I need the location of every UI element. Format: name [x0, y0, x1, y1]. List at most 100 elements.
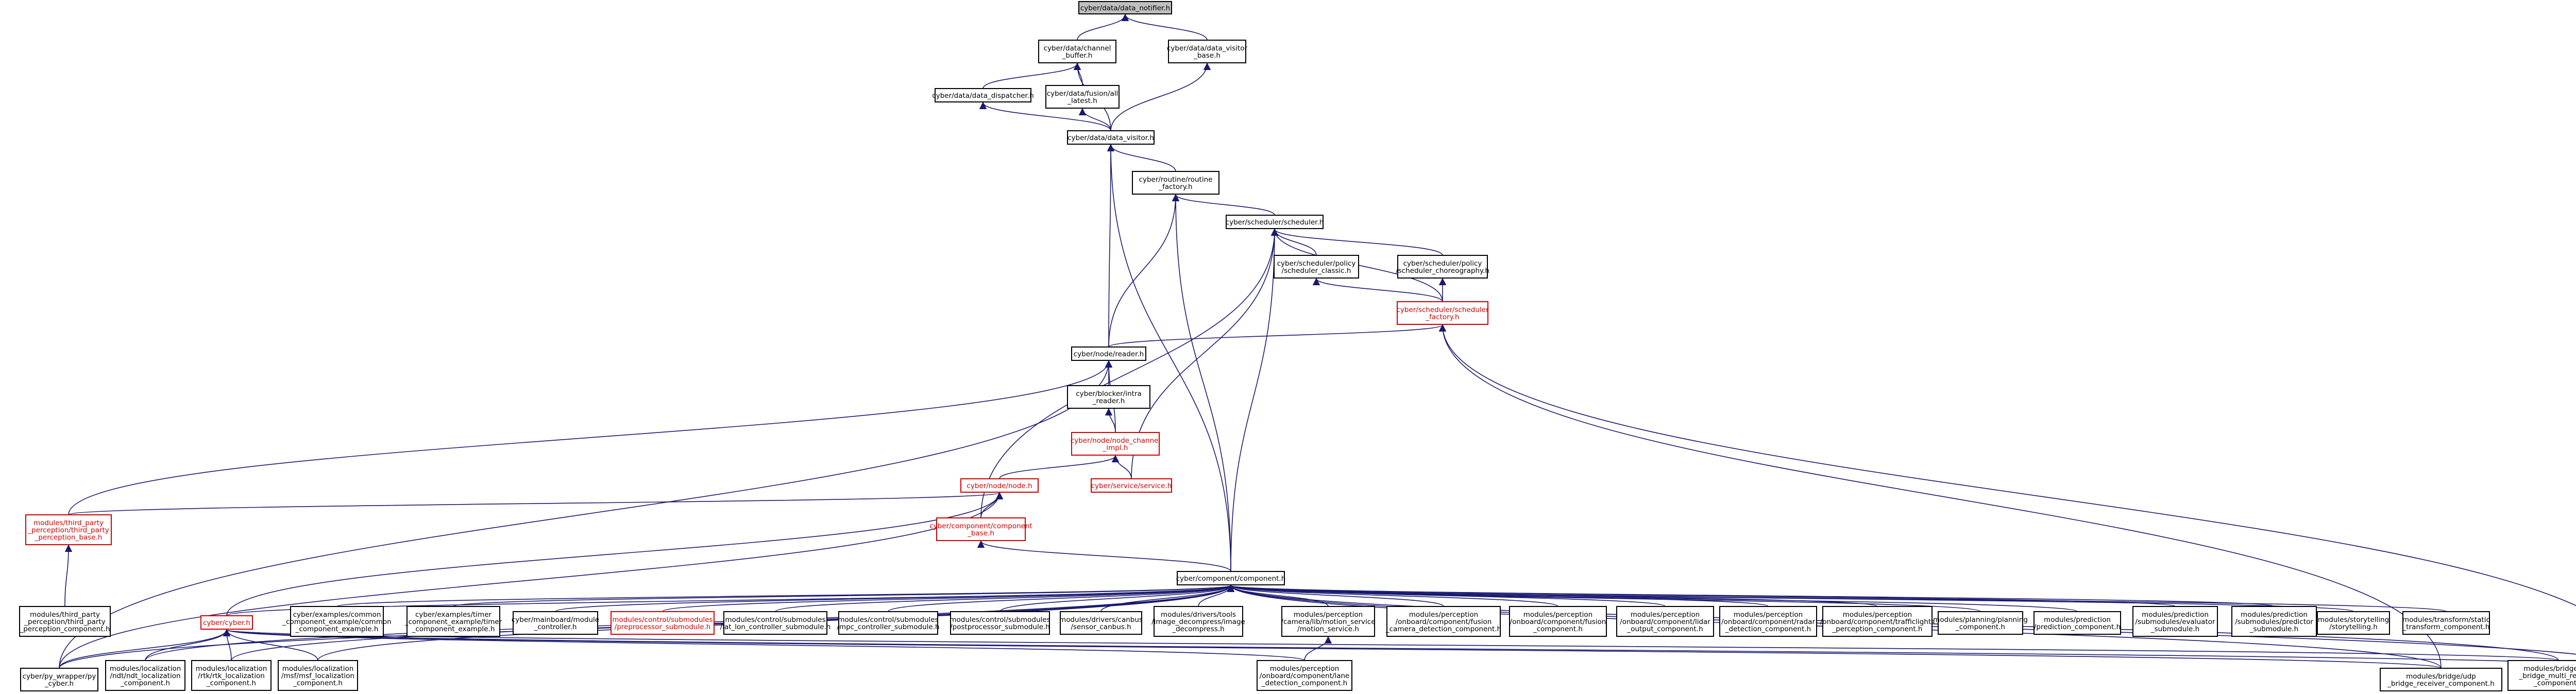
- file-node-label: modules/third_party: [30, 611, 100, 619]
- file-node[interactable]: cyber/scheduler/policy/scheduler_classic…: [1274, 255, 1359, 279]
- edge-n26-to-n18: [888, 584, 1234, 612]
- file-node[interactable]: modules/control/submodules/preprocessor_…: [611, 611, 715, 635]
- file-node[interactable]: cyber/component/component.h: [1176, 571, 1286, 585]
- file-node-label: cyber/cyber.h: [203, 619, 250, 627]
- file-node[interactable]: cyber/routine/routine_factory.h: [1132, 171, 1219, 195]
- file-node[interactable]: cyber/examples/common_component_example/…: [282, 606, 392, 637]
- file-node[interactable]: cyber/node/node.h: [960, 478, 1039, 493]
- file-node[interactable]: cyber/node/reader.h: [1071, 346, 1146, 361]
- file-node-label: cyber/data/fusion/all: [1047, 90, 1118, 98]
- file-node-box: [723, 611, 827, 635]
- file-node[interactable]: cyber/data/fusion/all_latest.h: [1045, 85, 1120, 109]
- file-node-label: cyber/service/service.h: [1091, 482, 1172, 490]
- file-node-label: /mpc_controller_submodule.h: [837, 623, 939, 631]
- file-node-box: [1281, 606, 1375, 637]
- file-node-label: _component.h: [293, 679, 343, 687]
- file-node-label: _bridge_receiver_component.h: [2387, 680, 2495, 688]
- file-node-label: _factory.h: [1425, 313, 1459, 321]
- file-node[interactable]: modules/planning/planning_component.h: [1933, 611, 2028, 635]
- file-node-label: /onboard/component/trafficlights: [1820, 618, 1935, 626]
- file-node-label: /sensor_canbus.h: [1071, 623, 1131, 631]
- edge-n41-to-n18: [1228, 584, 2447, 612]
- file-node-box: [19, 606, 111, 637]
- file-node-label: modules/transform/static: [2402, 616, 2490, 624]
- file-node[interactable]: cyber/mainboard/module_controller.h: [512, 611, 599, 635]
- file-node[interactable]: modules/bridge/udp_bridge_receiver_compo…: [2380, 668, 2502, 691]
- file-node[interactable]: modules/localization/rtk/rtk_localizatio…: [191, 660, 272, 691]
- file-node[interactable]: cyber/component/component_base.h: [929, 517, 1032, 541]
- file-node[interactable]: modules/storytelling/storytelling.h: [2317, 611, 2390, 635]
- file-node-label: modules/bridge/udp: [2523, 665, 2576, 673]
- edge-n3-to-n1: [982, 62, 1081, 89]
- file-node[interactable]: modules/perception/camera/lib/motion_ser…: [1281, 606, 1376, 637]
- file-node[interactable]: modules/perception/onboard/component/lid…: [1616, 606, 1714, 637]
- file-node-box: [1154, 606, 1243, 637]
- edge-n42-to-n20: [59, 629, 231, 669]
- file-node-label: modules/drivers/tools: [1161, 611, 1236, 619]
- edge-n32-to-n18: [1227, 584, 1558, 607]
- file-node-label: _impl.h: [1103, 444, 1128, 452]
- file-node-label: modules/prediction: [2044, 616, 2111, 624]
- file-node-label: /image_decompress/image: [1151, 618, 1245, 626]
- file-node-box: [1257, 660, 1352, 691]
- file-node[interactable]: modules/localization/msf/msf_localizatio…: [278, 660, 358, 691]
- file-node[interactable]: modules/prediction/prediction_component.…: [2033, 611, 2121, 635]
- file-node[interactable]: modules/prediction/submodules/predictor_…: [2231, 606, 2317, 637]
- file-node-label: _perception/third_party: [24, 618, 106, 626]
- file-node-label: _base.h: [967, 529, 994, 537]
- file-node[interactable]: cyber/examples/timer_component_example/t…: [404, 606, 502, 637]
- file-node[interactable]: cyber/service/service.h: [1091, 478, 1172, 493]
- file-node[interactable]: cyber/scheduler/scheduler.h: [1226, 215, 1324, 229]
- file-node[interactable]: modules/transform/static_transform_compo…: [2402, 611, 2490, 635]
- file-node[interactable]: modules/control/submodules/lat_lon_contr…: [720, 611, 831, 635]
- file-node-label: _bridge_multi_receiver: [2519, 672, 2576, 680]
- edge-n10-to-n8: [1312, 277, 1443, 302]
- file-nodes: cyber/data/data_notifier.hcyber/data/cha…: [19, 1, 2576, 691]
- file-node[interactable]: modules/third_party_perception/third_par…: [25, 514, 112, 545]
- edge-n9-to-n7: [1270, 228, 1443, 256]
- file-node[interactable]: modules/drivers/tools/image_decompress/i…: [1151, 606, 1245, 637]
- edge-n37-to-n18: [1227, 584, 2078, 612]
- file-node-label: modules/perception: [1523, 611, 1592, 619]
- file-node[interactable]: modules/prediction/submodules/evaluator_…: [2132, 606, 2218, 637]
- file-node[interactable]: modules/third_party_perception/third_par…: [19, 606, 111, 637]
- file-node[interactable]: modules/localization/ndt/ndt_localizatio…: [105, 660, 185, 691]
- file-node[interactable]: modules/control/submodules/mpc_controlle…: [837, 611, 940, 635]
- edge-n2-to-n0: [1121, 13, 1208, 41]
- file-node-label: modules/third_party: [33, 519, 104, 527]
- file-node-box: [960, 478, 1039, 493]
- file-node-label: /preprocessor_submodule.h: [615, 623, 711, 631]
- file-node[interactable]: cyber/node/node_channel_impl.h: [1071, 432, 1161, 456]
- file-node[interactable]: modules/drivers/canbus/sensor_canbus.h: [1059, 611, 1143, 635]
- file-node[interactable]: cyber/blocker/intra_reader.h: [1067, 385, 1150, 409]
- file-node[interactable]: modules/control/submodules/postprocessor…: [950, 611, 1050, 635]
- file-node-box: [936, 517, 1026, 541]
- file-node-label: cyber/scheduler/policy: [1403, 259, 1482, 268]
- file-node-box: [1822, 606, 1933, 637]
- file-node[interactable]: modules/perception/onboard/component/lan…: [1257, 660, 1352, 691]
- file-node-box: [2380, 668, 2502, 691]
- file-node[interactable]: modules/perception/onboard/component/fus…: [1385, 606, 1501, 637]
- file-node-label: _factory.h: [1158, 183, 1192, 191]
- file-node[interactable]: cyber/scheduler/scheduler_factory.h: [1396, 301, 1489, 325]
- file-node[interactable]: cyber/data/data_visitor_base.h: [1167, 40, 1248, 63]
- file-node[interactable]: cyber/scheduler/policy/scheduler_choreog…: [1396, 255, 1489, 279]
- file-node-label: cyber/data/channel: [1044, 44, 1111, 53]
- file-node-label: cyber/node/reader.h: [1074, 350, 1144, 358]
- file-node[interactable]: modules/perception/onboard/component/rad…: [1719, 606, 1817, 637]
- file-node-label: _detection_component.h: [1261, 679, 1347, 687]
- file-node[interactable]: modules/bridge/udp_bridge_multi_receiver…: [2507, 660, 2576, 691]
- file-node[interactable]: cyber/data/data_dispatcher.h: [932, 88, 1034, 102]
- file-node[interactable]: modules/perception/onboard/component/tra…: [1820, 606, 1935, 637]
- file-node[interactable]: cyber/py_wrapper/py_cyber.h: [20, 668, 98, 691]
- file-node-box: [406, 606, 500, 637]
- edge-n49-to-n20: [224, 629, 2576, 664]
- file-node-label: _component_example.h: [412, 625, 495, 633]
- file-node[interactable]: modules/perception/onboard/component/fus…: [1509, 606, 1607, 637]
- file-node-box: [191, 660, 272, 691]
- edge-n5-to-n3: [979, 101, 1111, 131]
- file-node[interactable]: cyber/data/channel_buffer.h: [1038, 40, 1116, 63]
- file-node[interactable]: cyber/cyber.h: [200, 615, 253, 630]
- file-node[interactable]: cyber/data/data_visitor.h: [1067, 130, 1155, 145]
- edge-n19-to-n16: [64, 544, 73, 607]
